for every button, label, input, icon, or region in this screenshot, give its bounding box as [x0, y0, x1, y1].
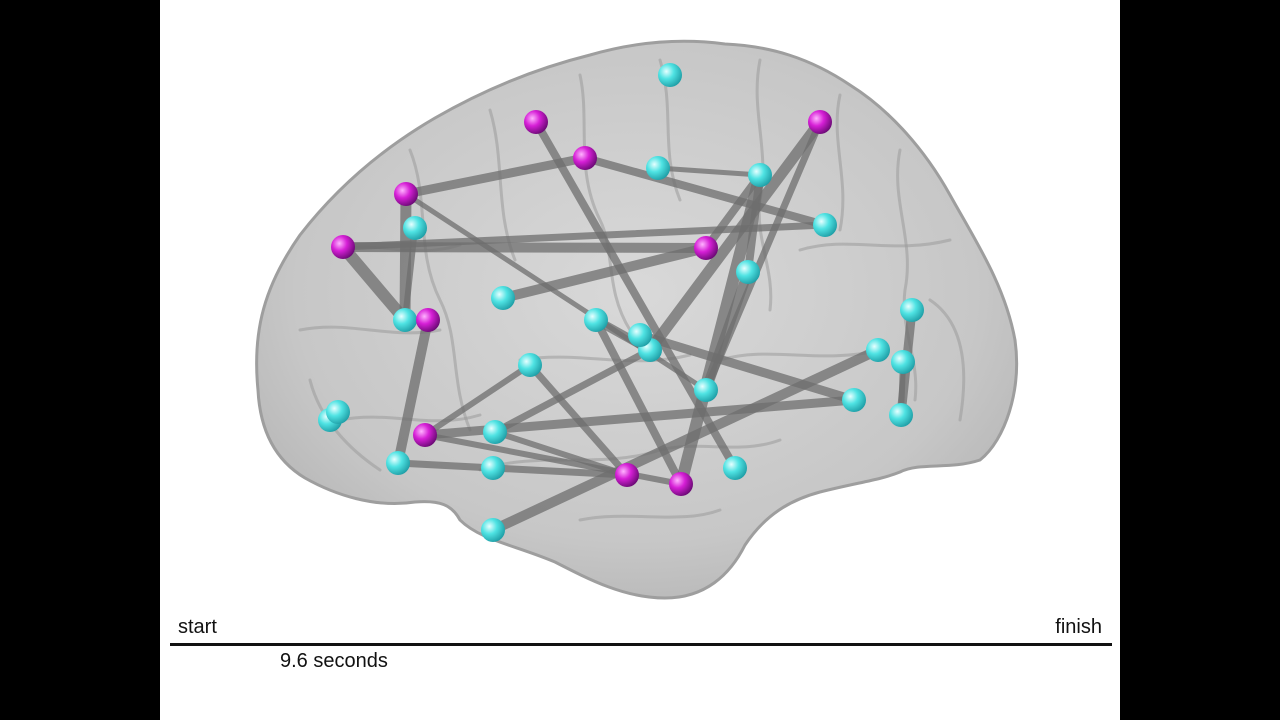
- magenta-node: [808, 110, 832, 134]
- magenta-node: [524, 110, 548, 134]
- connection-edge: [644, 116, 826, 356]
- magenta-node: [331, 235, 355, 259]
- cyan-node: [694, 378, 718, 402]
- cyan-node: [813, 213, 837, 237]
- cyan-node: [628, 323, 652, 347]
- connection-edge: [526, 361, 631, 479]
- cyan-node: [386, 451, 410, 475]
- cyan-node: [889, 403, 913, 427]
- cyan-node: [518, 353, 542, 377]
- cyan-node: [393, 308, 417, 332]
- slide-canvas: start finish 9.6 seconds: [160, 0, 1120, 720]
- cyan-node: [481, 518, 505, 542]
- magenta-node: [669, 472, 693, 496]
- cyan-node: [842, 388, 866, 412]
- connection-edge: [702, 118, 824, 394]
- timeline-finish-label: finish: [1055, 616, 1102, 638]
- cyan-node: [748, 163, 772, 187]
- cyan-node: [326, 400, 350, 424]
- brain-cortex-outline: [255, 39, 1019, 600]
- magenta-node: [394, 182, 418, 206]
- connection-edge: [491, 346, 654, 436]
- cyan-node: [900, 298, 924, 322]
- connection-edge: [393, 315, 433, 468]
- magenta-node: [413, 423, 437, 447]
- connection-edge: [401, 153, 590, 199]
- connection-edge: [337, 241, 411, 326]
- cyan-node: [403, 216, 427, 240]
- connection-edge: [422, 362, 533, 438]
- cyan-node: [866, 338, 890, 362]
- connection-edge: [498, 243, 711, 303]
- connection-edge: [394, 459, 631, 479]
- cyan-node: [481, 456, 505, 480]
- connection-edge: [399, 188, 412, 326]
- magenta-node: [416, 308, 440, 332]
- connection-edge: [581, 154, 829, 229]
- left-letterbox: [0, 0, 160, 720]
- connection-edge: [488, 345, 883, 535]
- connection-edge: [655, 165, 763, 178]
- cyan-node: [891, 350, 915, 374]
- cyan-node: [491, 286, 515, 310]
- cyan-node: [723, 456, 747, 480]
- timeline-bar: [170, 643, 1112, 646]
- cyan-node: [584, 308, 608, 332]
- connection-edge: [702, 171, 764, 252]
- cyan-node: [646, 156, 670, 180]
- connection-edge: [492, 429, 630, 478]
- cyan-node: [483, 420, 507, 444]
- elapsed-time-label: 9.6 seconds: [280, 650, 388, 672]
- connection-edge: [532, 118, 739, 472]
- connection-edge: [744, 171, 764, 276]
- cyan-node: [658, 63, 682, 87]
- magenta-node: [694, 236, 718, 260]
- cyan-node: [736, 260, 760, 284]
- magenta-node: [615, 463, 639, 487]
- timeline-start-label: start: [178, 616, 217, 638]
- right-letterbox: [1120, 0, 1280, 720]
- connection-edge: [592, 316, 685, 488]
- brain-network-figure: [255, 39, 1019, 600]
- connection-edge: [635, 330, 859, 405]
- magenta-node: [573, 146, 597, 170]
